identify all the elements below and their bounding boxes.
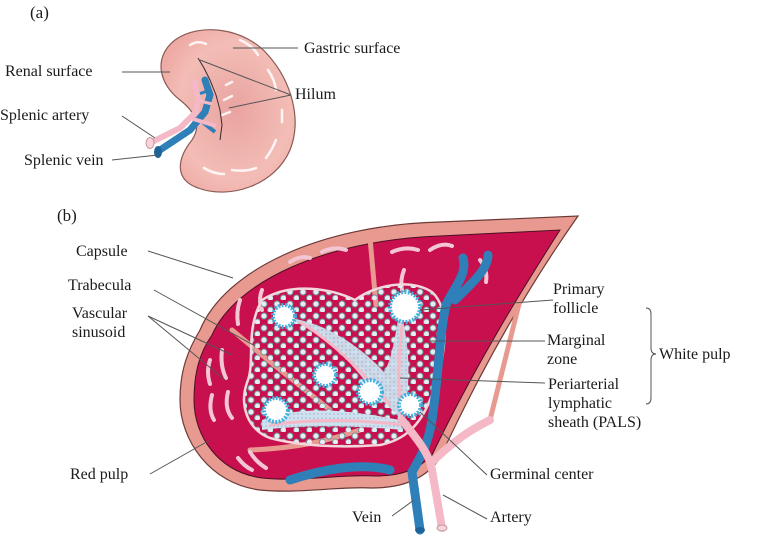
label-germinal-center: Germinal center	[490, 466, 594, 483]
label-white-pulp: White pulp	[659, 346, 731, 363]
spleen-cross-section	[179, 215, 580, 535]
label-trabecula: Trabecula	[68, 277, 132, 294]
label-gastric-surface: Gastric surface	[304, 40, 401, 57]
artery-shape	[398, 416, 494, 532]
label-vascular-sinusoid-line1: Vascular	[72, 305, 128, 322]
label-primary-follicle-line2: follicle	[553, 300, 599, 317]
panel-a-tag: (a)	[30, 3, 49, 22]
label-pals-line3: sheath (PALS)	[548, 414, 642, 431]
lymphoid-follicles	[262, 290, 423, 424]
label-artery: Artery	[490, 509, 532, 526]
label-marginal-zone-line1: Marginal	[547, 332, 606, 349]
label-primary-follicle-line1: Primary	[553, 281, 605, 298]
white-pulp-brace	[645, 307, 657, 405]
label-hilum: Hilum	[295, 86, 336, 103]
label-pals-line2: lymphatic	[548, 395, 612, 412]
label-splenic-vein: Splenic vein	[24, 152, 104, 169]
label-renal-surface: Renal surface	[5, 63, 93, 80]
panel-b-tag: (b)	[57, 206, 77, 225]
label-marginal-zone-line2: zone	[547, 351, 578, 368]
label-pals-line1: Periarterial	[548, 376, 620, 393]
label-vein: Vein	[352, 509, 382, 526]
whole-spleen-illustration	[145, 29, 296, 193]
label-capsule: Capsule	[76, 243, 128, 260]
splenic-artery-shape	[145, 79, 217, 149]
label-vascular-sinusoid-line2: sinusoid	[72, 324, 126, 341]
label-red-pulp: Red pulp	[70, 466, 129, 483]
leader-lines	[111, 47, 554, 520]
label-splenic-artery: Splenic artery	[0, 107, 90, 124]
